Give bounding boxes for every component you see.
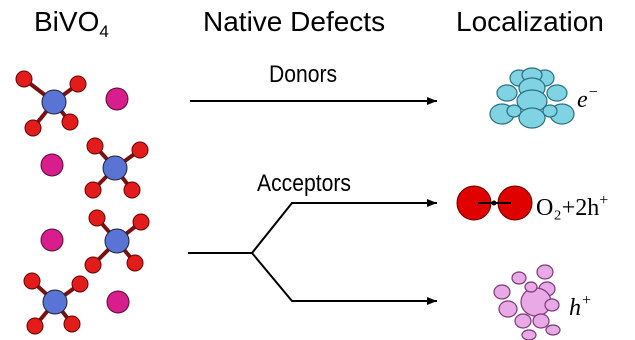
header-localization: Localization [456,6,604,37]
vanadium-atom [102,155,128,181]
oxygen-atom [126,254,144,272]
acceptor-lower-arrow [251,252,437,305]
vo4-unit [23,272,89,335]
oxygen-atom [86,137,104,155]
bismuth-atom [40,153,64,177]
header-bivo4: BiVO4 [34,6,109,41]
vo4-unit [84,209,150,274]
oxygen-atom [69,75,87,93]
defect-arrows [188,97,437,305]
vanadium-atom [104,228,130,254]
oxygen-atom [71,275,89,293]
donors-label: Donors [269,61,338,88]
oxygen-atom [63,315,81,333]
oxygen-atom [84,181,102,199]
header-native-defects: Native Defects [203,6,386,37]
oxygen-atom [15,70,33,88]
electron-label: e− [577,84,599,113]
oxygen-atom [61,113,79,131]
oxygen-atom [84,256,102,274]
hole-cloud [493,264,561,340]
acceptors-label: Acceptors [257,170,351,197]
oxygen-atom [123,181,141,199]
o2-hole-label: O₂+2h+ [536,192,609,221]
bivo4-structure [15,70,150,335]
bismuth-atom [105,87,129,111]
oxygen-atom [23,272,41,290]
vanadium-atom [41,89,67,115]
vo4-unit [84,137,149,199]
oxygen-atom [88,209,106,227]
oxygen-atom [26,317,44,335]
oxygen-atom [132,213,150,231]
hole-label: h+ [569,292,592,321]
bismuth-atom [40,228,64,252]
bismuth-atom [106,290,130,314]
electron-cloud [489,67,575,129]
vo4-unit [15,70,87,137]
acceptor-upper-arrow [251,199,437,254]
oxygen-atom [24,119,42,137]
o2-molecule [456,185,533,221]
vanadium-atom [42,289,68,315]
oxygen-atom [131,141,149,159]
